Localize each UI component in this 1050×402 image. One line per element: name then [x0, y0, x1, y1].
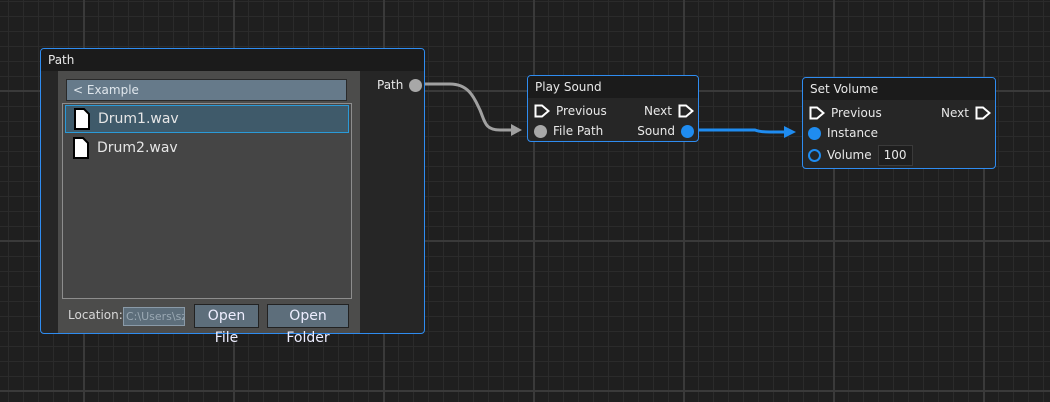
port-label: Sound [637, 124, 675, 138]
exec-in-icon[interactable] [809, 106, 825, 120]
file-name: Drum2.wav [97, 140, 178, 156]
file-item[interactable]: Drum1.wav [65, 105, 349, 133]
output-next: Next [941, 103, 991, 123]
port-ring-icon[interactable] [808, 148, 821, 162]
output-sound: Sound [637, 121, 694, 141]
file-name: Drum1.wav [98, 111, 179, 127]
port-label: File Path [553, 124, 604, 138]
exec-out-icon[interactable] [975, 106, 991, 120]
port-dot-icon[interactable] [409, 78, 423, 92]
location-input[interactable]: C:\Users\sz [123, 307, 185, 326]
file-icon [73, 137, 89, 159]
location-label: Location: [68, 308, 123, 322]
file-browser: < Example Drum1.wav Drum2.wav Location: … [58, 71, 360, 346]
output-next: Next [644, 101, 694, 121]
file-icon [74, 108, 90, 130]
input-instance: Instance [808, 123, 878, 143]
input-volume: Volume 100 [808, 144, 913, 166]
port-dot-icon[interactable] [808, 126, 821, 140]
port-dot-icon[interactable] [681, 124, 694, 138]
wire-arrow-gray [511, 124, 522, 136]
open-folder-button[interactable]: Open Folder [267, 304, 349, 346]
port-label: Previous [556, 104, 607, 118]
port-label: Path [377, 78, 404, 92]
wire-sound-to-instance[interactable] [693, 128, 785, 134]
port-label: Next [941, 106, 969, 120]
open-file-button[interactable]: Open File [194, 304, 259, 346]
play-sound-node[interactable]: Play Sound Previous Next File Path Sound [527, 75, 699, 142]
port-dot-icon[interactable] [534, 124, 547, 138]
input-previous: Previous [534, 101, 607, 121]
file-item[interactable]: Drum2.wav [65, 134, 349, 162]
input-file-path: File Path [534, 121, 603, 141]
port-label: Instance [827, 126, 879, 140]
port-label: Volume [827, 148, 872, 162]
input-previous: Previous [809, 103, 882, 123]
port-label: Previous [831, 106, 882, 120]
volume-input[interactable]: 100 [877, 144, 913, 166]
node-title: Play Sound [528, 76, 698, 98]
exec-in-icon[interactable] [534, 104, 550, 118]
output-path: Path [377, 75, 423, 95]
port-label: Next [644, 104, 672, 118]
back-folder-button[interactable]: < Example [66, 79, 347, 101]
node-title: Set Volume [803, 78, 995, 100]
path-node[interactable]: Path < Example Drum1.wav Drum2.wav Locat… [40, 48, 425, 346]
node-title: Path [41, 49, 424, 71]
wire-arrow-blue [784, 126, 796, 138]
file-list[interactable]: Drum1.wav Drum2.wav [62, 103, 352, 299]
exec-out-icon[interactable] [678, 104, 694, 118]
wire-path-to-filepath[interactable] [420, 82, 512, 132]
set-volume-node[interactable]: Set Volume Previous Next Instance Volume… [802, 77, 996, 169]
